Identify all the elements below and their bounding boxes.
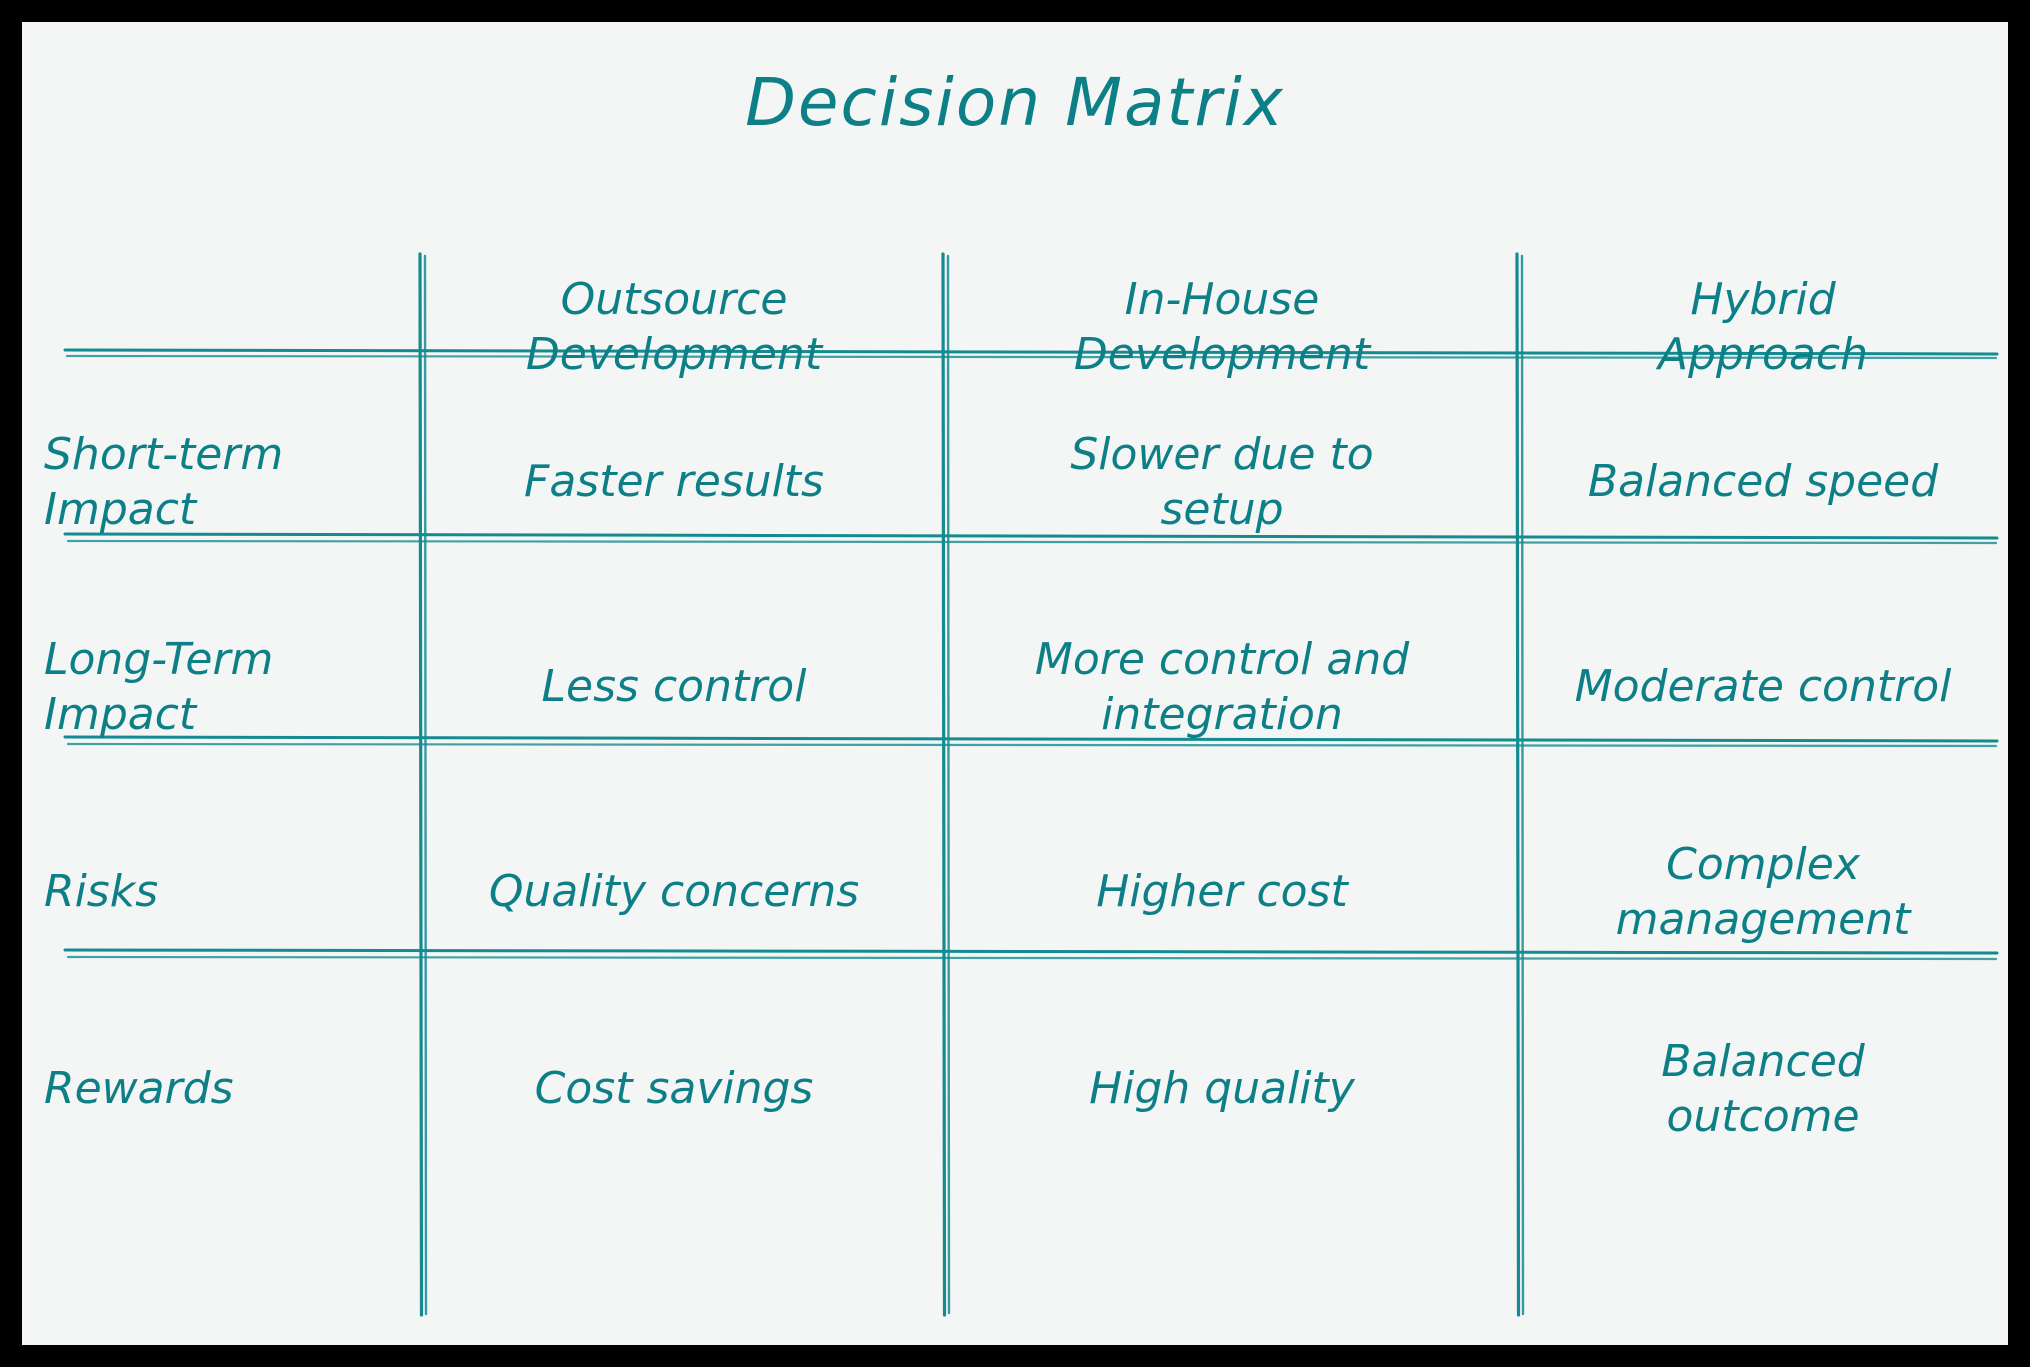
table-cell-risks-in-house: Higher cost [947,787,1497,997]
table-cell-short-term-hybrid: Balanced speed [1522,372,2004,592]
table-cell-rewards-in-house: High quality [947,984,1497,1194]
table-cell-rewards-outsource-label: Cost savings [534,1063,814,1115]
table-cell-long-term-hybrid: Moderate control [1522,577,2004,797]
table-cell-short-term-hybrid-label: Balanced speed [1587,456,1939,508]
table-cell-short-term-outsource: Faster results [422,372,926,592]
table-cell-risks-outsource-label: Quality concerns [488,866,860,918]
table-cell-risks-in-house-label: Higher cost [1096,866,1348,918]
row-header-risks-label: Risks [44,866,159,918]
table-cell-long-term-outsource: Less control [422,577,926,797]
row-header-risks: Risks [32,787,408,997]
whiteboard-canvas: Decision Matrix [22,22,2008,1345]
row-header-rewards: Rewards [32,984,408,1194]
table-cell-risks-outsource: Quality concerns [422,787,926,997]
table-cell-rewards-in-house-label: High quality [1089,1063,1355,1115]
table-cell-short-term-outsource-label: Faster results [524,456,824,508]
table-cell-rewards-outsource: Cost savings [422,984,926,1194]
table-cell-long-term-hybrid-label: Moderate control [1574,661,1952,713]
table-cell-long-term-outsource-label: Less control [541,661,807,713]
row-header-rewards-label: Rewards [44,1063,234,1115]
page-title: Decision Matrix [745,64,1285,141]
